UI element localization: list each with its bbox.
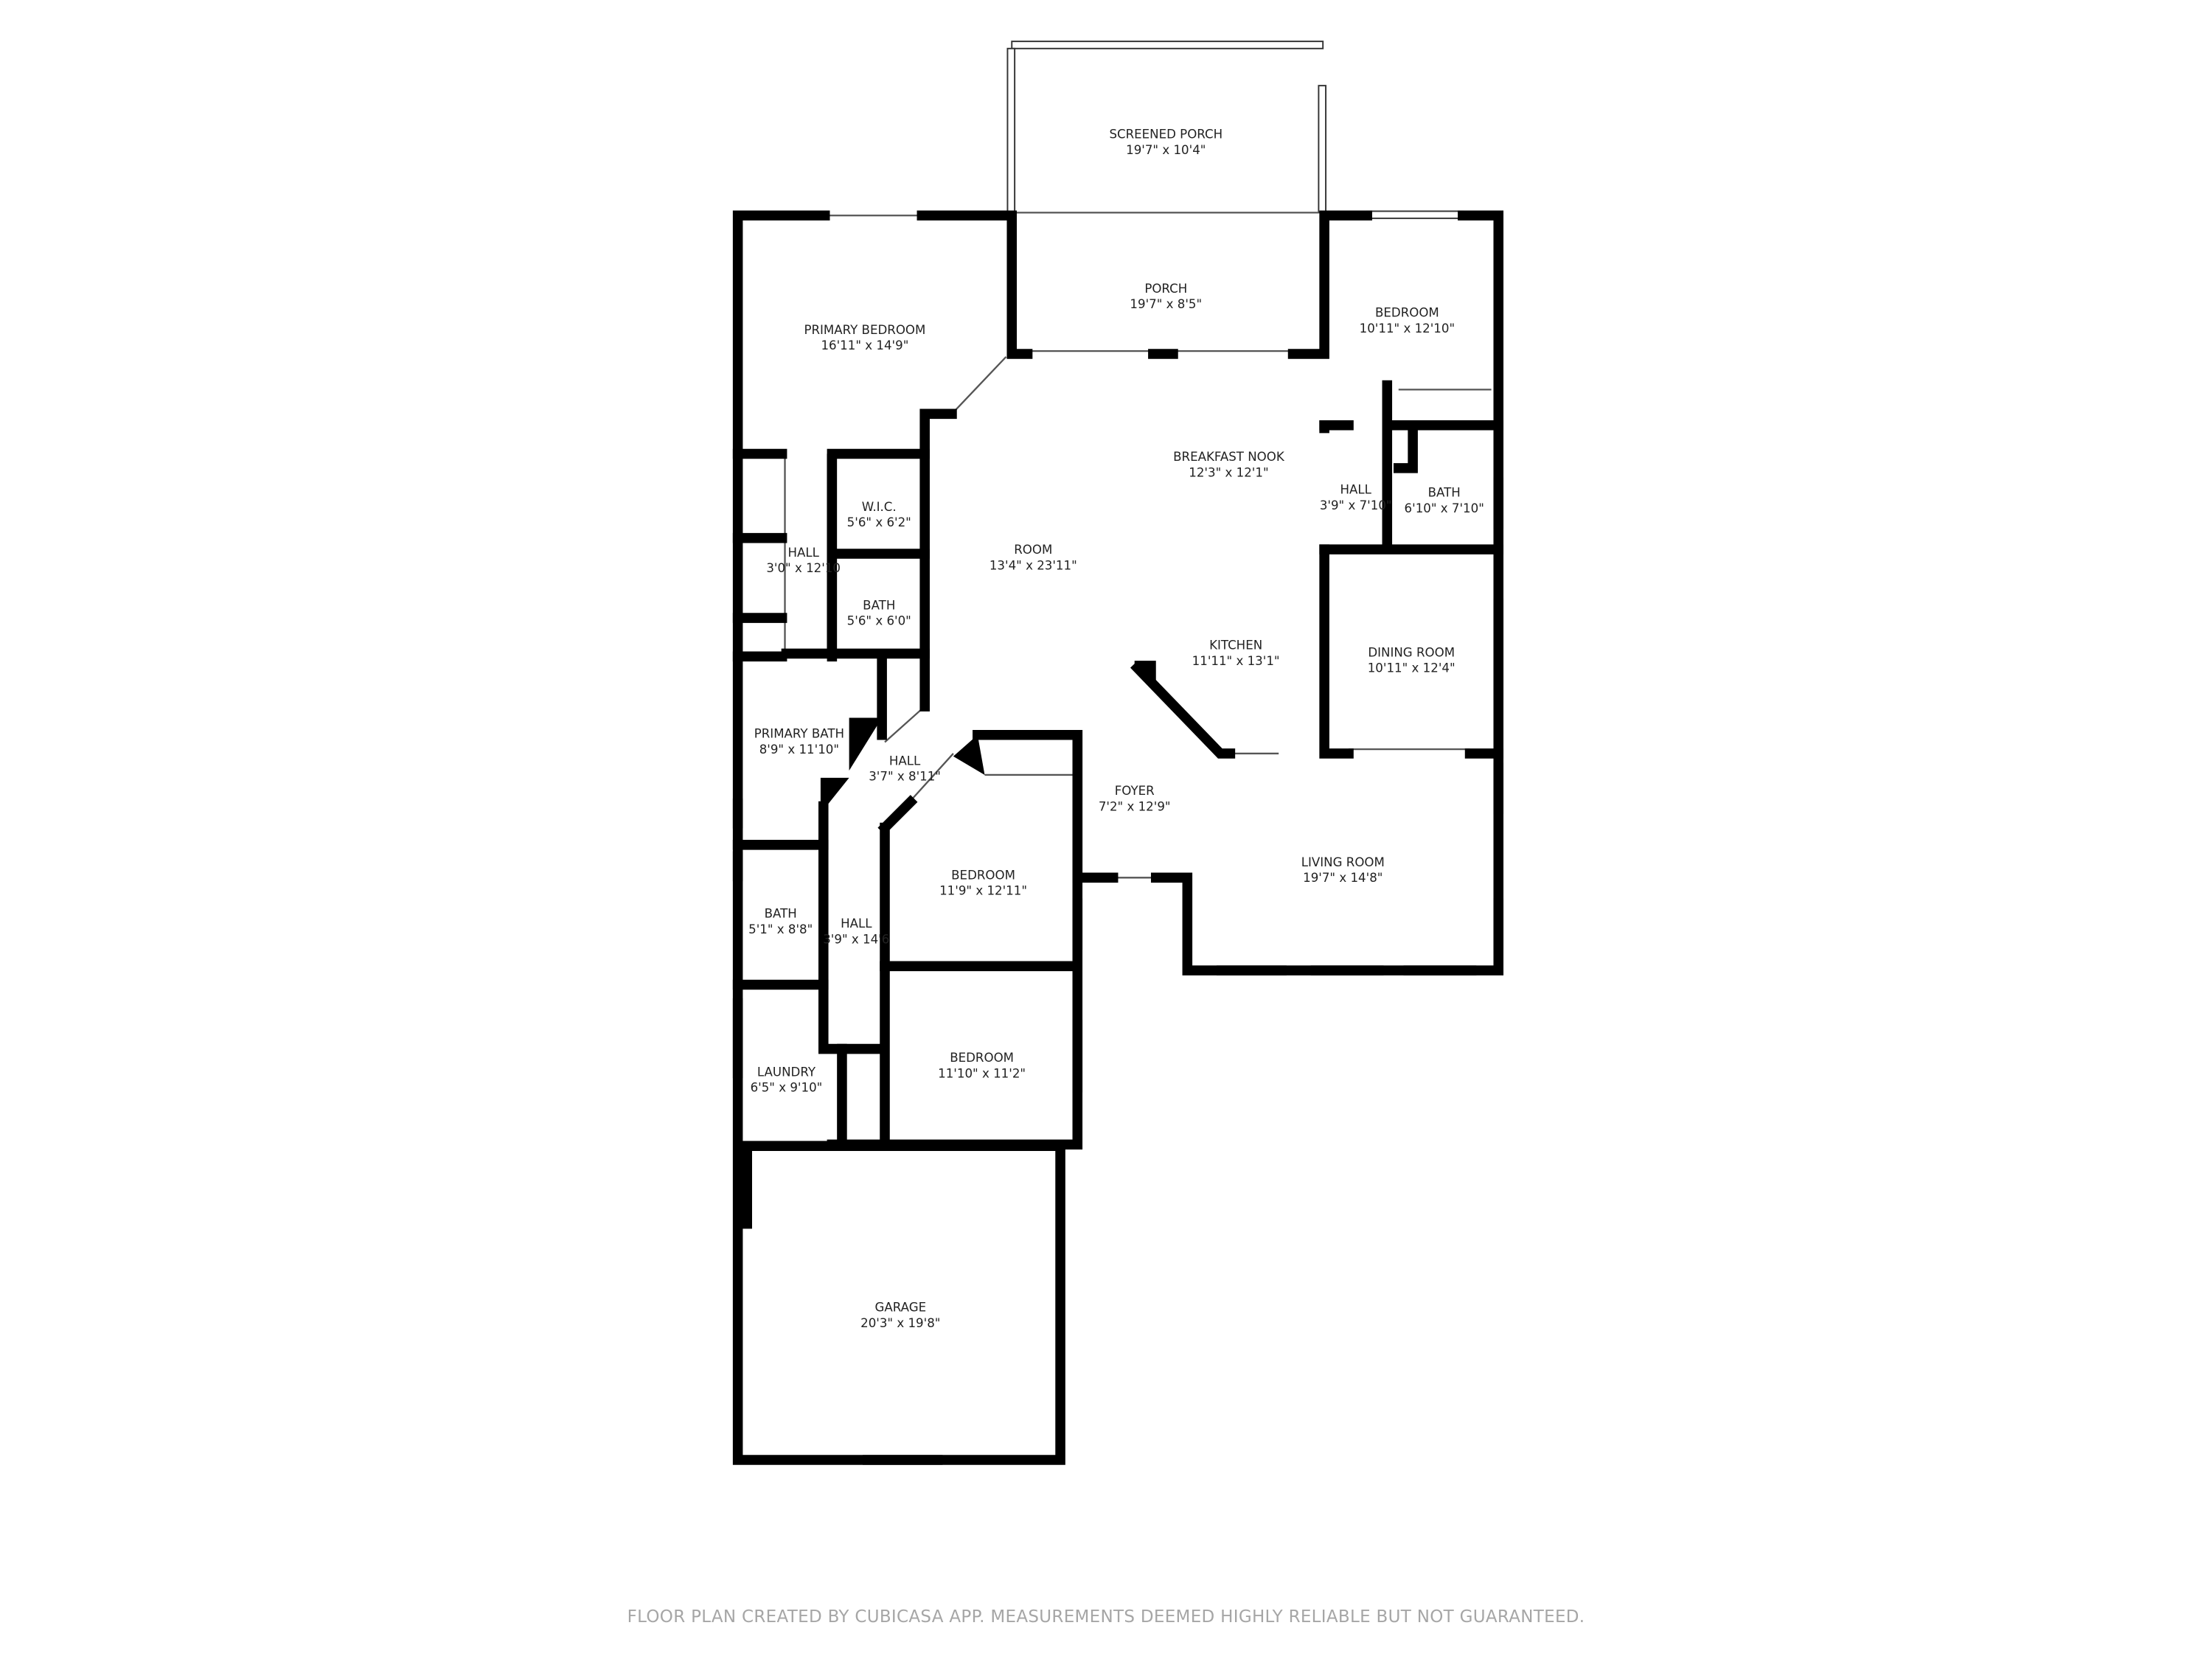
svg-text:W.I.C.5'6" x 6'2": W.I.C.5'6" x 6'2"	[847, 500, 911, 529]
windows-and-openings	[732, 41, 1504, 1465]
room-wic: W.I.C.5'6" x 6'2"	[847, 500, 911, 529]
walls	[732, 210, 1504, 1465]
disclaimer-footer: FLOOR PLAN CREATED BY CUBICASA APP. MEAS…	[627, 1607, 1585, 1627]
